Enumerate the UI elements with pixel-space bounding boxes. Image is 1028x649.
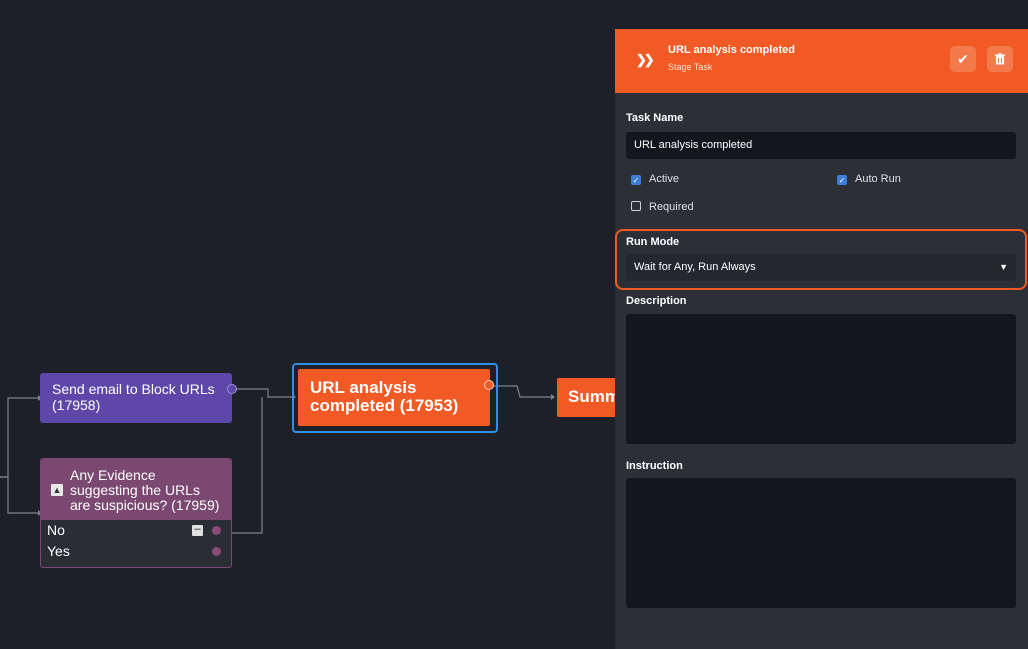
checkbox-checked-icon: ✓ — [631, 175, 641, 185]
node-send-email-label: Send email to Block URLs (17958) — [52, 381, 215, 413]
required-label: Required — [649, 201, 694, 213]
delete-button[interactable] — [987, 46, 1013, 72]
run-mode-value: Wait for Any, Run Always — [634, 261, 756, 273]
condition-no-port[interactable] — [212, 526, 221, 535]
checkbox-unchecked-icon — [631, 201, 641, 211]
instruction-textarea[interactable] — [626, 478, 1016, 608]
active-label: Active — [649, 173, 679, 185]
node-send-email[interactable]: Send email to Block URLs (17958) — [40, 373, 232, 423]
condition-branch-no[interactable]: No – — [41, 520, 231, 541]
confirm-button[interactable]: ✔ — [950, 46, 976, 72]
node-url-analysis[interactable]: URL analysis completed (17953) — [298, 369, 490, 426]
run-mode-label: Run Mode — [626, 236, 680, 248]
node-url-analysis-output-port[interactable] — [484, 380, 494, 390]
check-icon: ✔ — [957, 51, 969, 67]
selection-outline — [292, 363, 498, 433]
run-mode-highlight — [615, 229, 1027, 290]
panel-subtitle: Stage Task — [668, 62, 713, 72]
collapse-icon[interactable]: ▲ — [51, 484, 63, 496]
active-checkbox[interactable]: ✓ Active — [631, 173, 679, 185]
condition-yes-port[interactable] — [212, 547, 221, 556]
node-send-email-output-port[interactable] — [227, 384, 237, 394]
condition-branch-yes-label: Yes — [47, 543, 70, 559]
dropdown-caret-icon: ▼ — [999, 262, 1008, 272]
auto-run-checkbox[interactable]: ✓ Auto Run — [837, 173, 901, 185]
node-summary-label: Summ — [568, 387, 617, 406]
chevrons-icon: ❯❯ — [636, 52, 655, 67]
node-summary[interactable]: Summ — [557, 378, 617, 417]
node-condition[interactable]: ▲ Any Evidence suggesting the URLs are s… — [40, 458, 232, 568]
auto-run-label: Auto Run — [855, 173, 901, 185]
panel-title: URL analysis completed — [668, 44, 795, 56]
panel-header: ❯❯ URL analysis completed Stage Task ✔ — [615, 29, 1028, 93]
description-textarea[interactable] — [626, 314, 1016, 444]
minus-icon[interactable]: – — [192, 524, 203, 536]
task-properties-panel: ❯❯ URL analysis completed Stage Task ✔ T… — [615, 29, 1028, 649]
instruction-label: Instruction — [626, 460, 683, 472]
task-name-label: Task Name — [626, 112, 684, 124]
condition-branch-no-label: No — [47, 522, 65, 538]
required-checkbox[interactable]: Required — [631, 201, 694, 213]
node-condition-label: Any Evidence suggesting the URLs are sus… — [70, 467, 220, 513]
task-name-input[interactable]: URL analysis completed — [626, 132, 1016, 159]
condition-branch-yes[interactable]: Yes — [41, 541, 231, 562]
node-condition-header: ▲ Any Evidence suggesting the URLs are s… — [41, 459, 231, 520]
checkbox-checked-icon: ✓ — [837, 175, 847, 185]
description-label: Description — [626, 295, 687, 307]
node-url-analysis-label: URL analysis completed (17953) — [310, 378, 459, 415]
run-mode-select[interactable]: Wait for Any, Run Always ▼ — [626, 254, 1016, 281]
trash-icon — [995, 53, 1005, 65]
